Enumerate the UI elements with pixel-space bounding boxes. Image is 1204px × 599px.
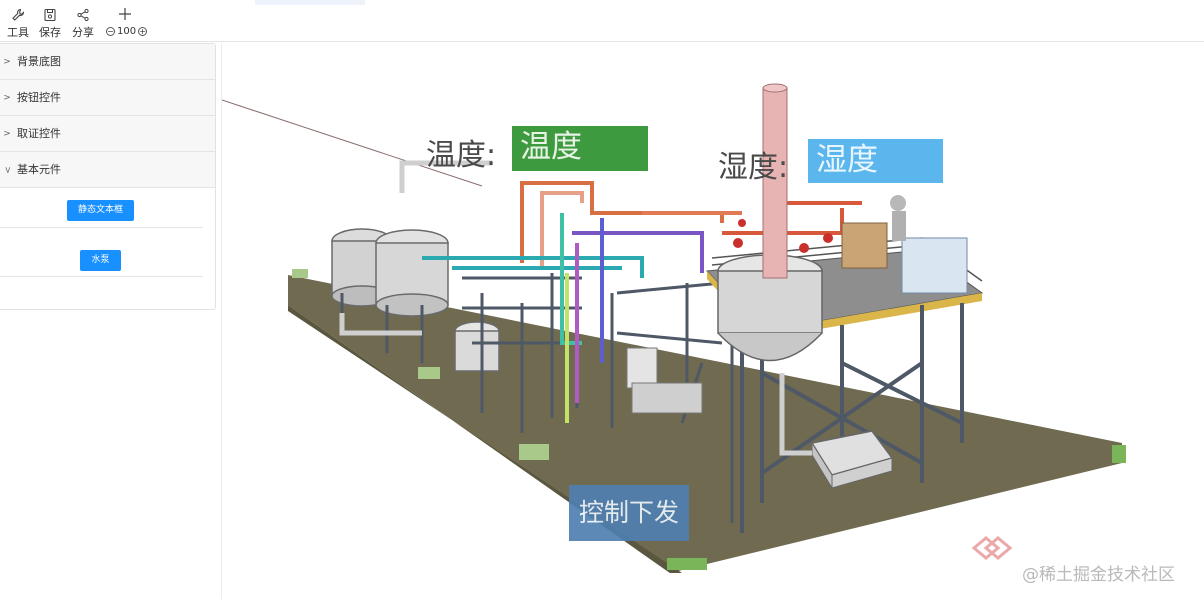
section-label: 按钮控件 bbox=[17, 91, 61, 104]
section-background-map[interactable]: > 背景底图 bbox=[0, 44, 215, 80]
zoom-out-icon[interactable]: − bbox=[106, 27, 115, 36]
chevron-right-icon: > bbox=[3, 129, 11, 139]
panel-divider bbox=[221, 43, 222, 599]
temperature-caption: 温度: bbox=[426, 138, 497, 173]
add-button[interactable] bbox=[110, 7, 140, 23]
share-icon bbox=[77, 8, 89, 22]
zoom-value: 100 bbox=[117, 26, 137, 37]
share-button[interactable]: 分享 bbox=[68, 8, 98, 40]
section-label: 背景底图 bbox=[17, 55, 61, 68]
divider bbox=[0, 227, 203, 228]
section-label: 取证控件 bbox=[17, 127, 61, 140]
design-canvas[interactable]: 温度: 温度 湿度: 湿度 控制下发 bbox=[222, 43, 1204, 599]
top-toolbar: 工具 保存 分享 − 100 + bbox=[0, 0, 1204, 42]
water-pump-component[interactable]: 水泵 bbox=[80, 250, 121, 271]
save-icon bbox=[44, 8, 56, 22]
control-dispatch-button[interactable]: 控制下发 bbox=[569, 485, 689, 541]
wrench-icon bbox=[12, 8, 25, 21]
zoom-control: − 100 + bbox=[106, 26, 148, 37]
humidity-value-box[interactable]: 湿度 bbox=[808, 139, 943, 183]
section-evidence-controls[interactable]: > 取证控件 bbox=[0, 116, 215, 152]
share-label: 分享 bbox=[72, 26, 94, 39]
chevron-right-icon: > bbox=[3, 93, 11, 103]
section-label: 基本元件 bbox=[17, 163, 61, 176]
watermark-text: @稀土掘金技术社区 bbox=[1022, 565, 1175, 585]
tools-button[interactable]: 工具 bbox=[3, 8, 33, 40]
industrial-plant-image bbox=[222, 83, 1126, 573]
chevron-right-icon: > bbox=[3, 57, 11, 67]
tools-label: 工具 bbox=[7, 26, 29, 39]
juejin-logo-icon bbox=[971, 536, 1013, 560]
section-basic-components[interactable]: > 基本元件 bbox=[0, 152, 215, 188]
static-textbox-component[interactable]: 静态文本框 bbox=[67, 200, 134, 221]
humidity-caption: 湿度: bbox=[718, 150, 789, 185]
save-button[interactable]: 保存 bbox=[35, 8, 65, 40]
divider bbox=[0, 276, 203, 277]
zoom-in-icon[interactable]: + bbox=[138, 27, 148, 36]
section-button-controls[interactable]: > 按钮控件 bbox=[0, 80, 215, 116]
toolbar-highlight bbox=[255, 0, 365, 5]
save-label: 保存 bbox=[39, 26, 61, 39]
chevron-down-icon: > bbox=[2, 166, 12, 174]
temperature-value-box[interactable]: 温度 bbox=[512, 126, 648, 171]
component-panel: > 背景底图 > 按钮控件 > 取证控件 > 基本元件 静态文本框 水泵 bbox=[0, 43, 216, 310]
plus-icon bbox=[119, 8, 131, 20]
